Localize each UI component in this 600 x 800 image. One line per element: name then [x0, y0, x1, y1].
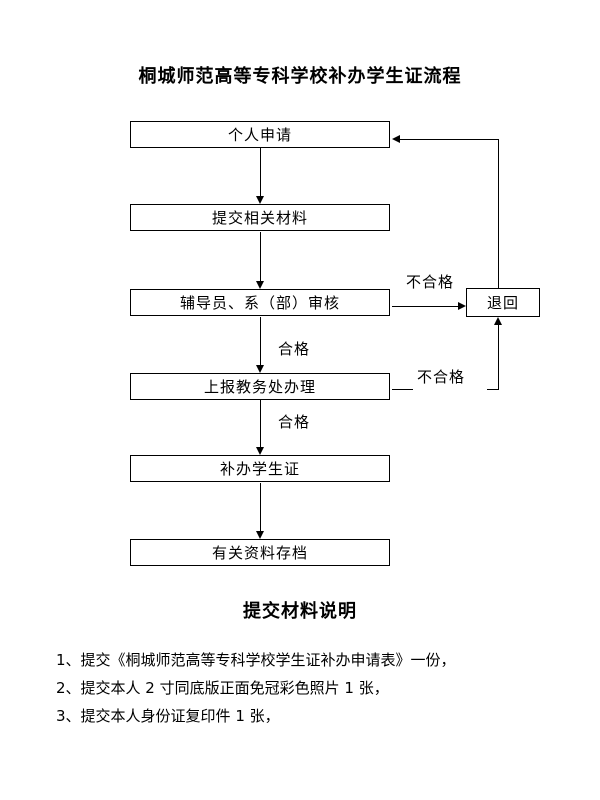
- flow-box-label: 有关资料存档: [211, 544, 308, 562]
- arrowhead-up-icon: [494, 317, 502, 325]
- materials-list: 1、提交《桐城师范高等专科学校学生证补办申请表》一份， 2、提交本人 2 寸同底…: [56, 646, 556, 730]
- flow-box-report-academic-office: 上报教务处办理: [130, 373, 390, 400]
- arrowhead-left-icon: [392, 135, 400, 143]
- flow-box-reissue-student-card: 补办学生证: [130, 455, 390, 482]
- connector-line: [392, 306, 458, 307]
- flow-box-label: 上报教务处办理: [203, 378, 316, 396]
- arrowhead-down-icon: [256, 281, 264, 289]
- flow-box-label: 辅导员、系（部）审核: [179, 294, 340, 312]
- flow-box-label: 提交相关材料: [211, 209, 308, 227]
- flow-box-counselor-review: 辅导员、系（部）审核: [130, 289, 390, 316]
- connector-line: [260, 400, 261, 449]
- flow-box-label: 补办学生证: [219, 460, 300, 478]
- flow-box-label: 退回: [486, 294, 519, 312]
- materials-heading: 提交材料说明: [243, 601, 357, 622]
- connector-line: [260, 483, 261, 533]
- connector-line: [498, 324, 499, 390]
- connector-line: [392, 389, 413, 390]
- arrowhead-down-icon: [256, 531, 264, 539]
- edge-label-review-pass: 合格: [278, 340, 311, 358]
- materials-item: 1、提交《桐城师范高等专科学校学生证补办申请表》一份，: [56, 651, 456, 669]
- flow-box-label: 个人申请: [227, 126, 292, 144]
- arrowhead-down-icon: [256, 196, 264, 204]
- flow-box-personal-application: 个人申请: [130, 121, 390, 148]
- edge-label-report-pass: 合格: [278, 413, 311, 431]
- connector-line: [260, 232, 261, 283]
- page-title: 桐城师范高等专科学校补办学生证流程: [138, 66, 462, 87]
- edge-label-review-fail: 不合格: [406, 273, 455, 291]
- edge-label-report-fail: 不合格: [417, 368, 466, 386]
- connector-line: [260, 148, 261, 198]
- arrowhead-down-icon: [256, 365, 264, 373]
- flow-box-archive-materials: 有关资料存档: [130, 539, 390, 566]
- connector-line: [400, 139, 499, 140]
- arrowhead-right-icon: [458, 302, 466, 310]
- flow-box-submit-materials: 提交相关材料: [130, 204, 390, 231]
- connector-line: [260, 317, 261, 367]
- connector-line: [498, 139, 499, 288]
- flow-box-return: 退回: [466, 288, 540, 317]
- arrowhead-down-icon: [256, 447, 264, 455]
- materials-item: 2、提交本人 2 寸同底版正面免冠彩色照片 1 张，: [56, 679, 389, 697]
- connector-line: [487, 389, 499, 390]
- materials-item: 3、提交本人身份证复印件 1 张，: [56, 707, 280, 725]
